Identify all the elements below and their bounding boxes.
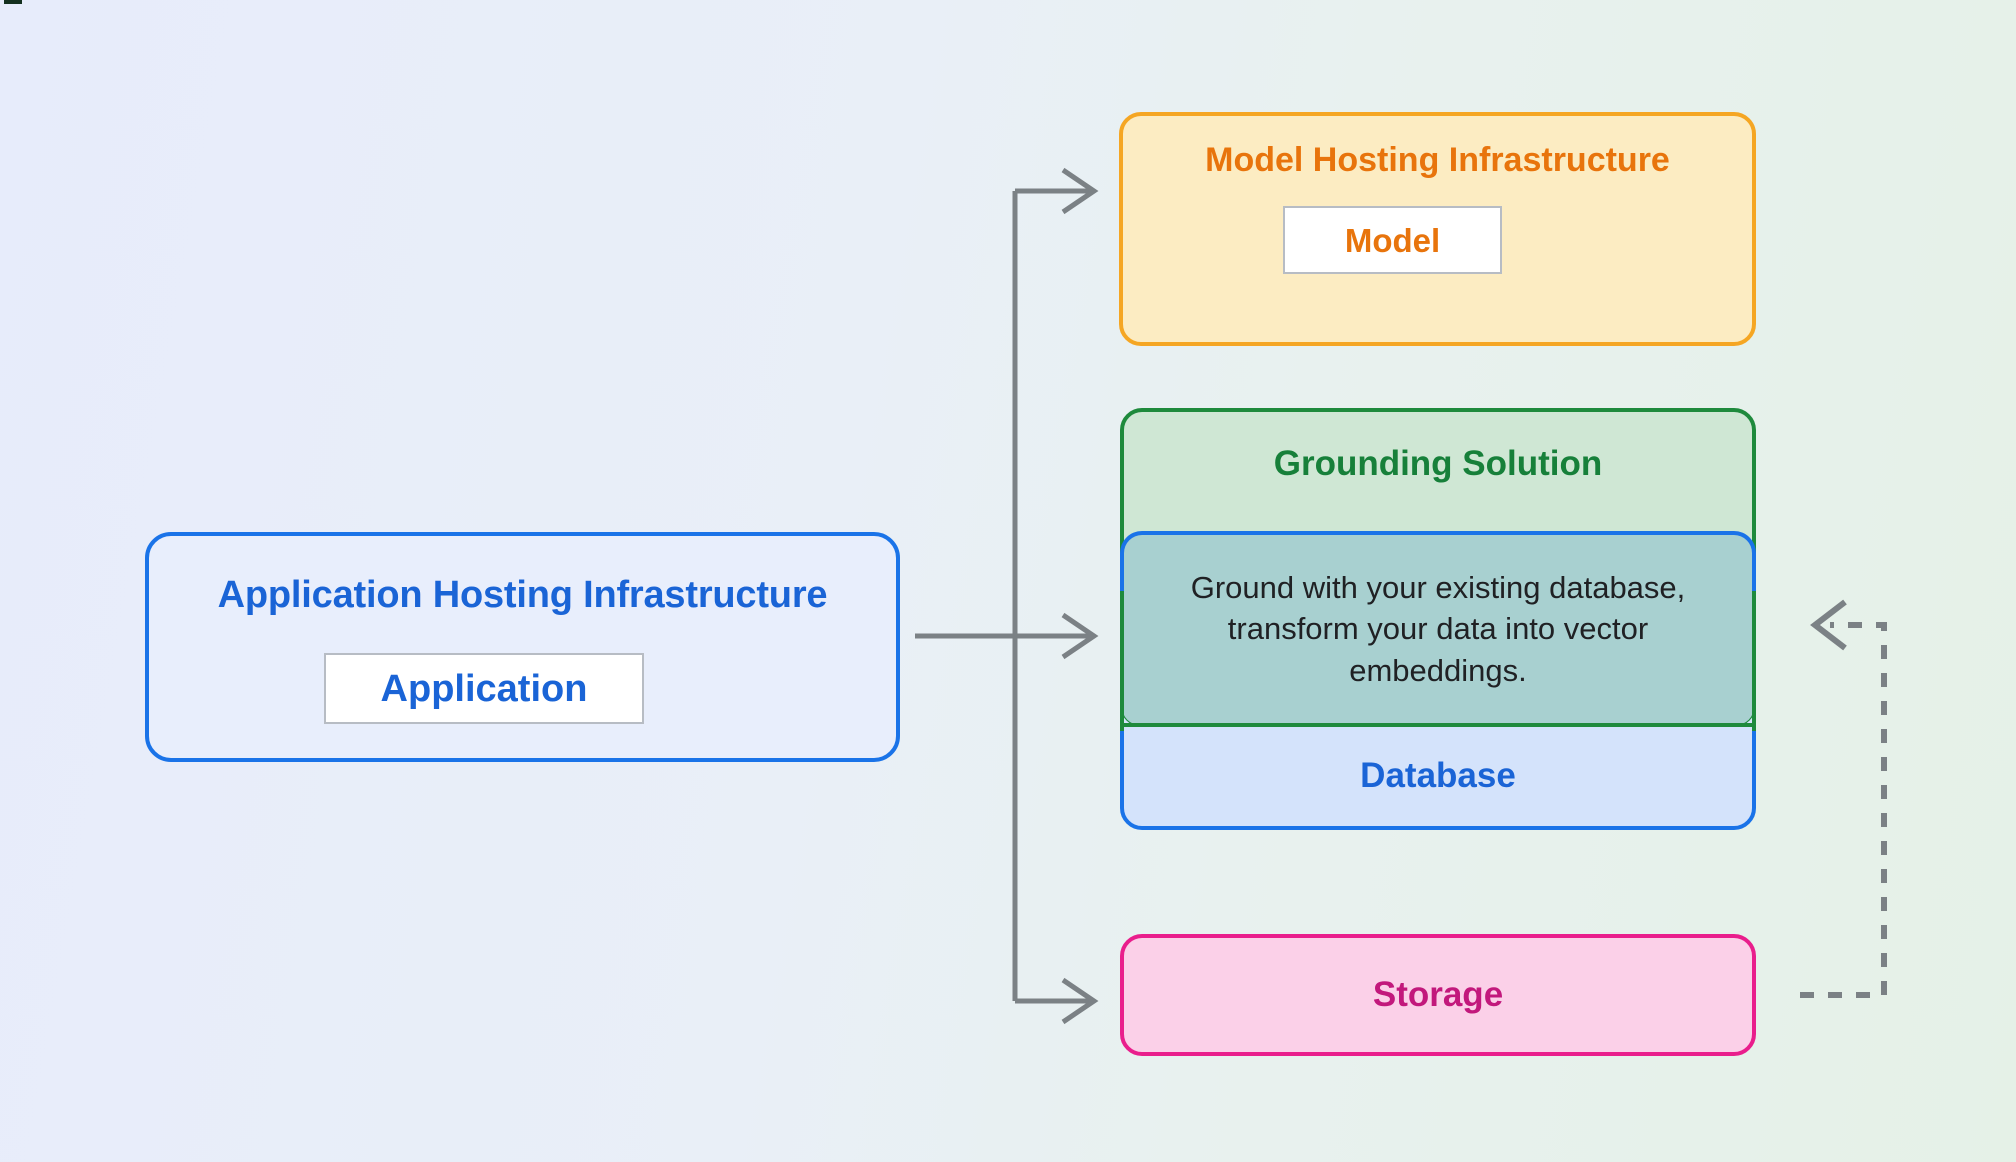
grounding-right-border [1752,531,1756,731]
arrowhead-storage [1061,977,1099,1025]
overlap-description: Ground with your existing database, tran… [1190,570,1686,688]
node-application-hosting-infrastructure[interactable]: Application Hosting Infrastructure Appli… [145,532,900,762]
database-title: Database [1360,755,1516,795]
edge-storage-to-database [1800,622,1887,998]
arrowheads-solid [1061,167,1099,1025]
arrowhead-database-feedback-chevron [1810,599,1847,651]
edge-group-solid [915,188,1090,1004]
model-hosting-title: Model Hosting Infrastructure [1205,141,1670,179]
corner-artifact [4,0,22,4]
chip-model[interactable]: Model [1283,206,1502,274]
edge-storage-to-database-path [1800,622,1887,998]
node-model-hosting-infrastructure[interactable]: Model Hosting Infrastructure Model [1119,112,1756,346]
arrowhead-model-hosting [1061,167,1099,215]
grounding-left-border [1120,531,1124,731]
chip-application[interactable]: Application [324,653,644,724]
node-storage[interactable]: Storage [1120,934,1756,1056]
grounding-solution-title: Grounding Solution [1273,444,1603,483]
grounding-bottom-border [1120,723,1756,727]
node-grounding-database-overlap[interactable]: Ground with your existing database, tran… [1122,533,1754,725]
application-hosting-title: Application Hosting Infrastructure [217,574,828,616]
arrowhead-database-feedback [1810,599,1847,651]
storage-title: Storage [1372,974,1504,1014]
arrowhead-grounding-solution [1061,612,1099,660]
